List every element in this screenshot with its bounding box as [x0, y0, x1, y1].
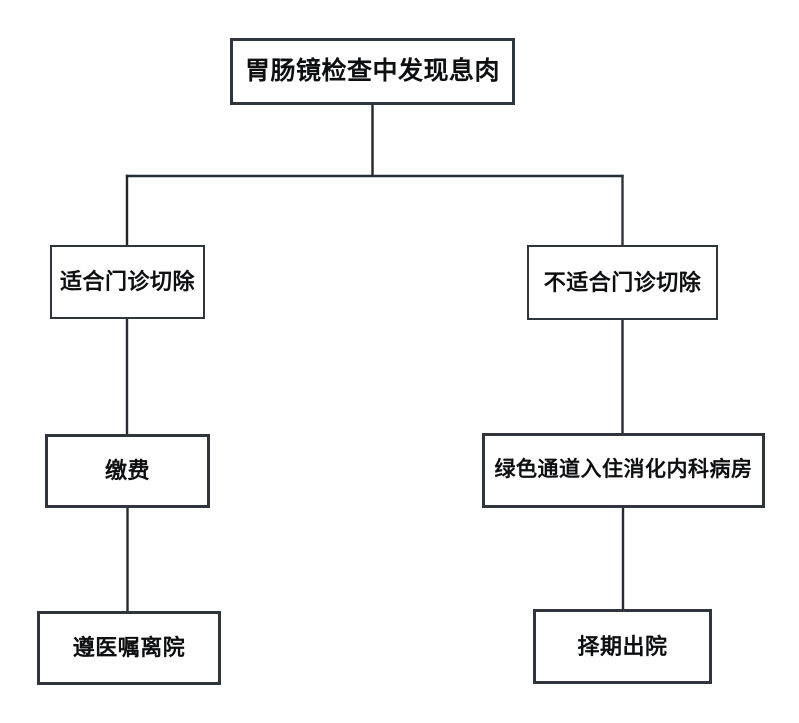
node-suitable-outpatient-removal-label: 适合门诊切除	[60, 269, 196, 295]
node-polyp-found: 胃肠镜检查中发现息肉	[230, 38, 515, 105]
node-leave-per-doctor-advice: 遵医嘱离院	[37, 611, 221, 685]
node-leave-per-doctor-advice-label: 遵医嘱离院	[72, 635, 186, 661]
node-not-suitable-outpatient-removal-label: 不适合门诊切除	[543, 269, 702, 295]
node-green-channel-ward-admission-label: 绿色通道入住消化内科病房	[494, 458, 753, 482]
node-scheduled-discharge-label: 择期出院	[577, 633, 668, 659]
node-green-channel-ward-admission: 绿色通道入住消化内科病房	[482, 433, 765, 508]
node-not-suitable-outpatient-removal: 不适合门诊切除	[527, 245, 718, 320]
node-polyp-found-label: 胃肠镜检查中发现息肉	[244, 57, 500, 86]
node-payment: 缴费	[45, 434, 210, 508]
node-scheduled-discharge: 择期出院	[533, 609, 712, 684]
node-suitable-outpatient-removal: 适合门诊切除	[50, 245, 205, 319]
node-payment-label: 缴费	[104, 458, 150, 484]
